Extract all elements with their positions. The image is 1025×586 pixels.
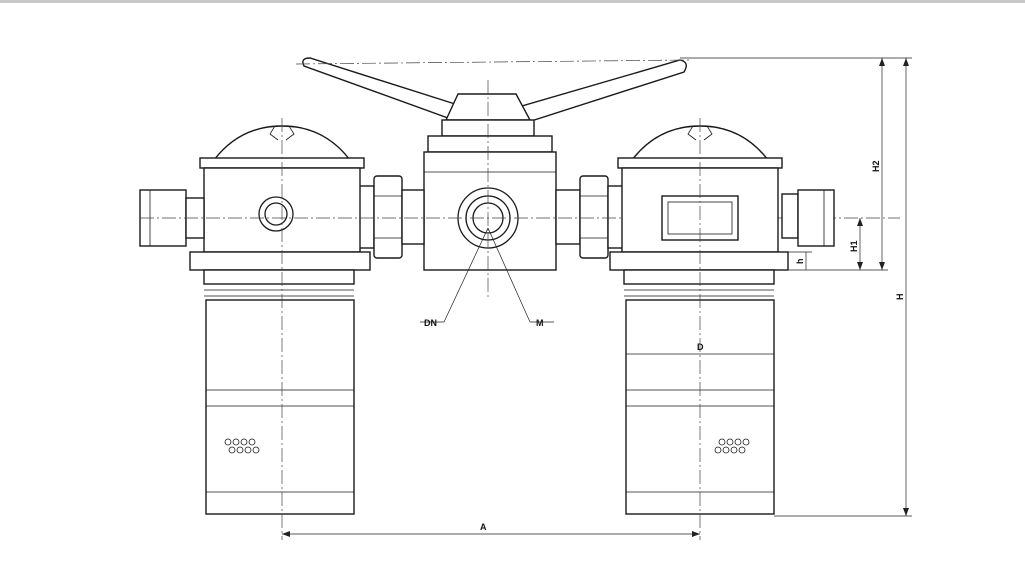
label-h2: H2 [871,160,881,172]
right-filter [609,118,835,540]
left-vent-holes [224,438,260,454]
left-union [349,175,425,259]
right-union [555,175,631,259]
label-h-total: H [895,294,905,301]
valve-body [423,80,557,300]
lever-handle [295,57,691,137]
top-border [0,0,1025,3]
dimension-lines [282,57,912,537]
label-m: M [536,318,544,328]
label-d: D [697,342,704,352]
left-filter [139,118,900,540]
label-a: A [480,522,487,532]
label-h: h [795,259,805,265]
label-dn: DN [424,318,437,328]
right-vent-holes [714,438,750,454]
label-h1: H1 [849,240,859,252]
